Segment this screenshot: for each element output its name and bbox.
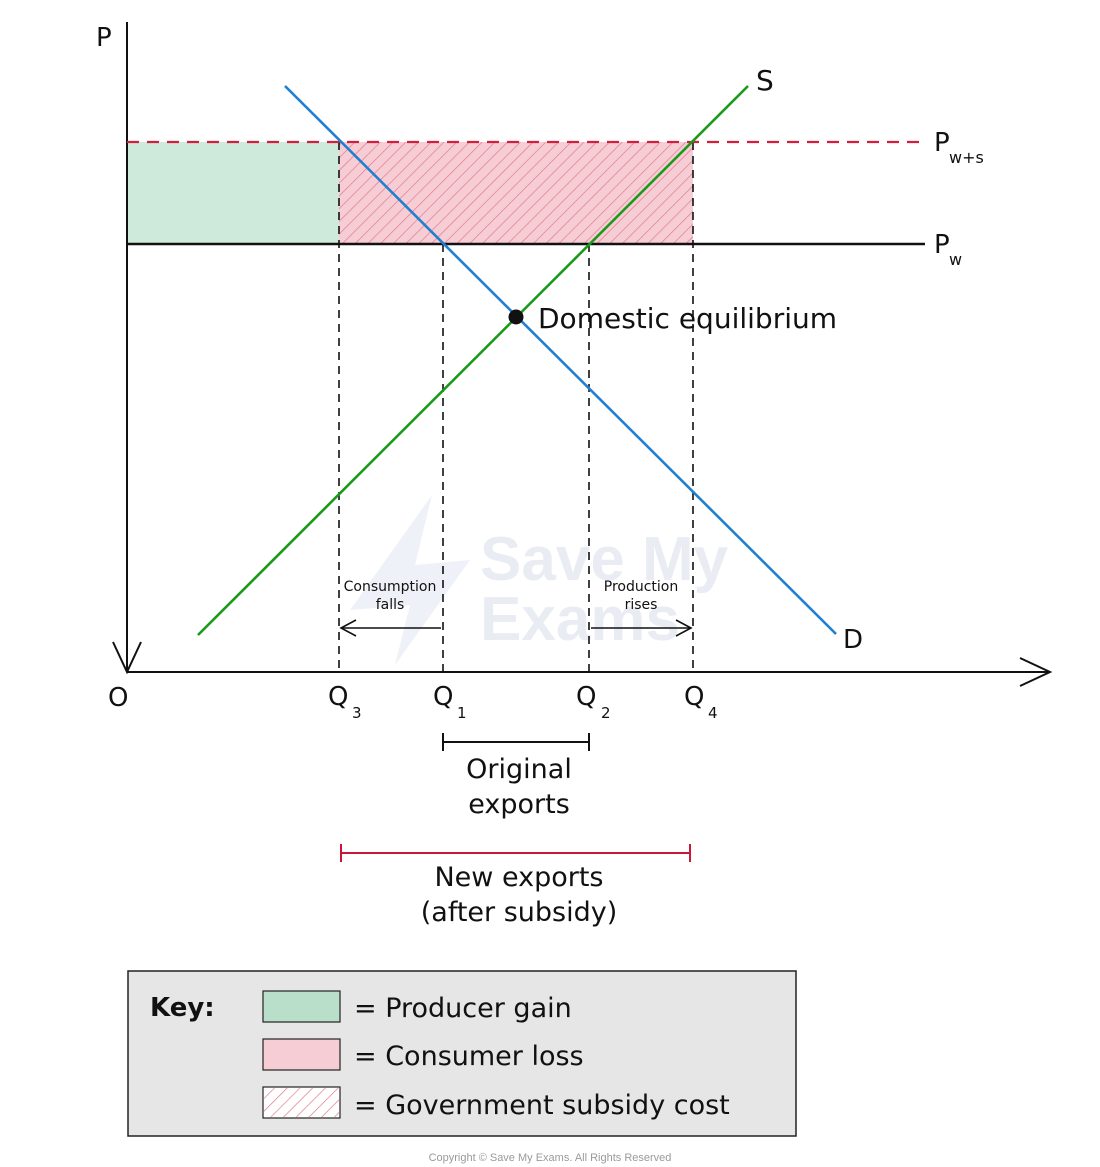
- svg-text:New exports: New exports: [434, 862, 603, 893]
- svg-text:(after subsidy): (after subsidy): [421, 897, 618, 928]
- key-item-consumer-loss: = Consumer loss: [354, 1041, 584, 1072]
- svg-text:w: w: [949, 250, 962, 269]
- consumption-falls-annotation: Consumption falls: [339, 579, 441, 637]
- supply-curve: [197, 85, 749, 636]
- svg-text:Original: Original: [466, 754, 572, 785]
- q2-label: Q 2: [576, 682, 611, 722]
- svg-text:Q: Q: [576, 682, 596, 712]
- svg-text:3: 3: [352, 704, 362, 722]
- watermark: Save My Exams: [350, 495, 729, 665]
- svg-text:Exams: Exams: [480, 585, 680, 654]
- svg-text:1: 1: [457, 704, 467, 722]
- svg-text:P: P: [934, 128, 950, 158]
- supply-label: S: [756, 64, 774, 97]
- svg-text:Production: Production: [604, 579, 678, 595]
- dashed-guides: [338, 142, 694, 672]
- copyright-text: Copyright © Save My Exams. All Rights Re…: [429, 1152, 672, 1164]
- key-item-subsidy-cost: = Government subsidy cost: [354, 1090, 730, 1121]
- equilibrium-label: Domestic equilibrium: [538, 302, 837, 335]
- producer-gain-area: [127, 142, 339, 244]
- svg-text:2: 2: [601, 704, 611, 722]
- domestic-equilibrium-point: [508, 309, 524, 325]
- q1-label: Q 1: [433, 682, 467, 722]
- q3-label: Q 3: [328, 682, 362, 722]
- key-legend: Key: = Producer gain = Consumer loss = G…: [127, 970, 797, 1137]
- svg-text:Q: Q: [433, 682, 453, 712]
- price-label-pws: P w+s: [934, 128, 984, 167]
- q4-label: Q 4: [684, 682, 718, 722]
- svg-text:P: P: [934, 230, 950, 260]
- demand-curve: [284, 85, 837, 635]
- svg-text:rises: rises: [625, 597, 658, 613]
- svg-text:exports: exports: [468, 789, 570, 820]
- y-axis-label: P: [96, 23, 112, 53]
- key-item-producer-gain: = Producer gain: [354, 993, 572, 1024]
- key-title: Key:: [150, 993, 215, 1023]
- svg-text:4: 4: [708, 704, 718, 722]
- svg-text:Consumption: Consumption: [344, 579, 437, 595]
- origin-label: O: [108, 683, 128, 713]
- watermark-text: Save My: [480, 525, 729, 594]
- price-label-pw: P w: [934, 230, 962, 269]
- svg-text:Q: Q: [684, 682, 704, 712]
- svg-text:falls: falls: [376, 597, 405, 613]
- consumer-loss-swatch: [262, 1038, 341, 1071]
- new-exports-bracket: New exports (after subsidy): [340, 844, 691, 928]
- svg-text:w+s: w+s: [949, 148, 984, 167]
- demand-label: D: [843, 625, 863, 655]
- svg-text:Q: Q: [328, 682, 348, 712]
- watermark-bolt-icon: [350, 495, 470, 665]
- subsidy-cost-hatch: [339, 142, 693, 244]
- producer-gain-swatch: [262, 990, 341, 1023]
- original-exports-bracket: Original exports: [442, 733, 590, 820]
- production-rises-annotation: Production rises: [591, 579, 693, 637]
